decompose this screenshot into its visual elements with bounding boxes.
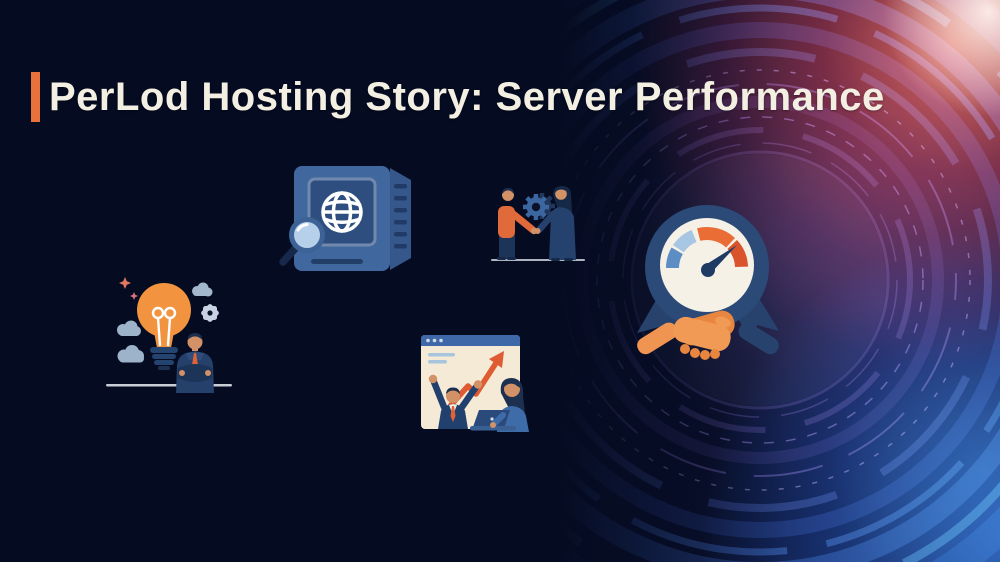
cloud-icon xyxy=(117,345,144,363)
sparkle-icon xyxy=(130,292,138,300)
sparkle-icon xyxy=(119,277,131,289)
growth-chart-illustration xyxy=(421,335,529,432)
partnership-illustration xyxy=(491,186,585,261)
title-block: PerLod Hosting Story: Server Performance xyxy=(31,72,885,122)
man-figure xyxy=(497,188,538,260)
cloud-icon xyxy=(117,320,141,336)
accent-bar xyxy=(31,72,40,122)
gear-icon xyxy=(201,304,219,322)
performance-gauge-illustration xyxy=(637,205,779,360)
businessman-figure xyxy=(176,333,214,393)
idea-illustration xyxy=(106,277,232,393)
cloud-icon xyxy=(192,282,213,297)
server-search-illustration xyxy=(279,166,411,271)
page-title: PerLod Hosting Story: Server Performance xyxy=(49,75,885,119)
